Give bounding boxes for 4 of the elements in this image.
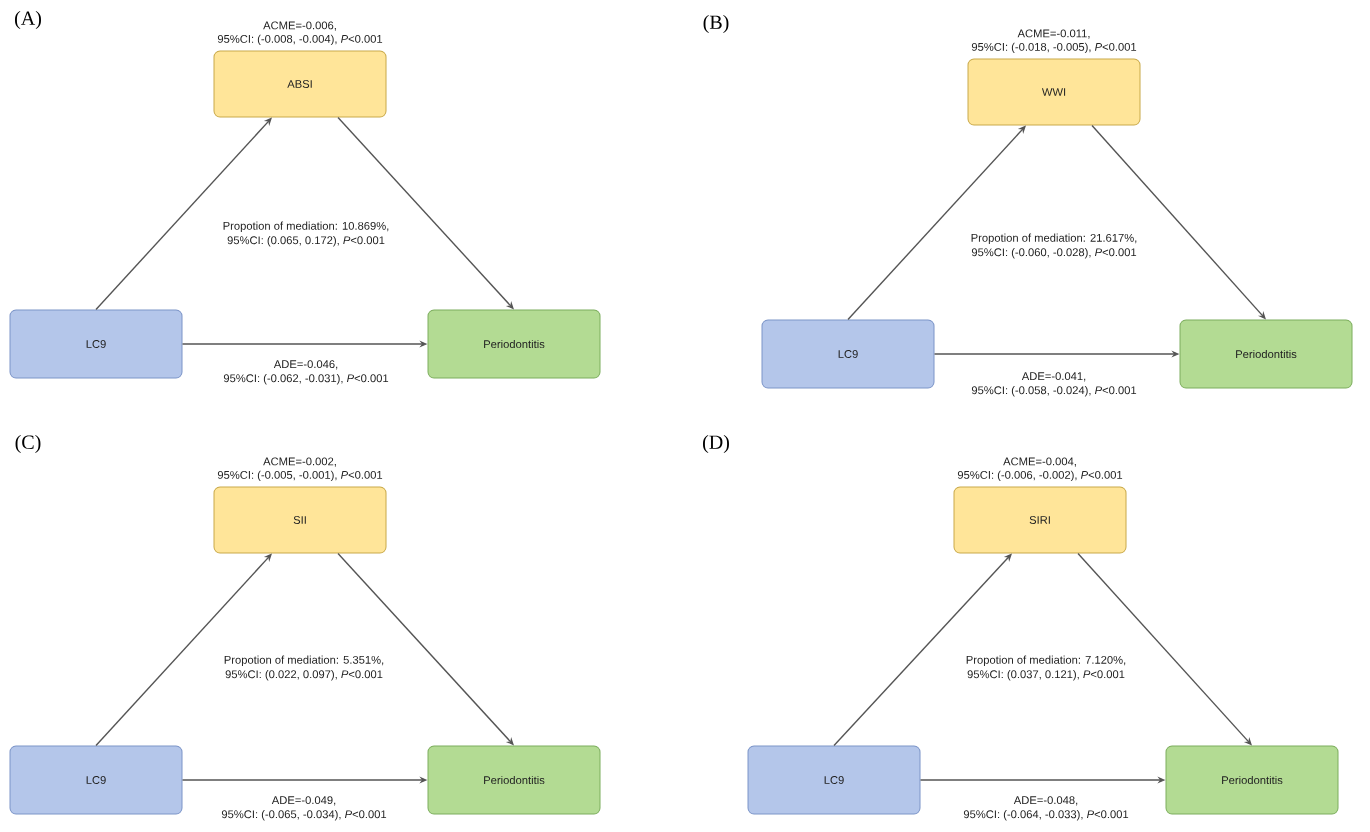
panel-letter: (B) <box>703 14 729 34</box>
panel-letter: (D) <box>703 434 729 454</box>
panel-letter: (C) <box>15 434 41 454</box>
panel-letter: (A) <box>15 10 41 30</box>
